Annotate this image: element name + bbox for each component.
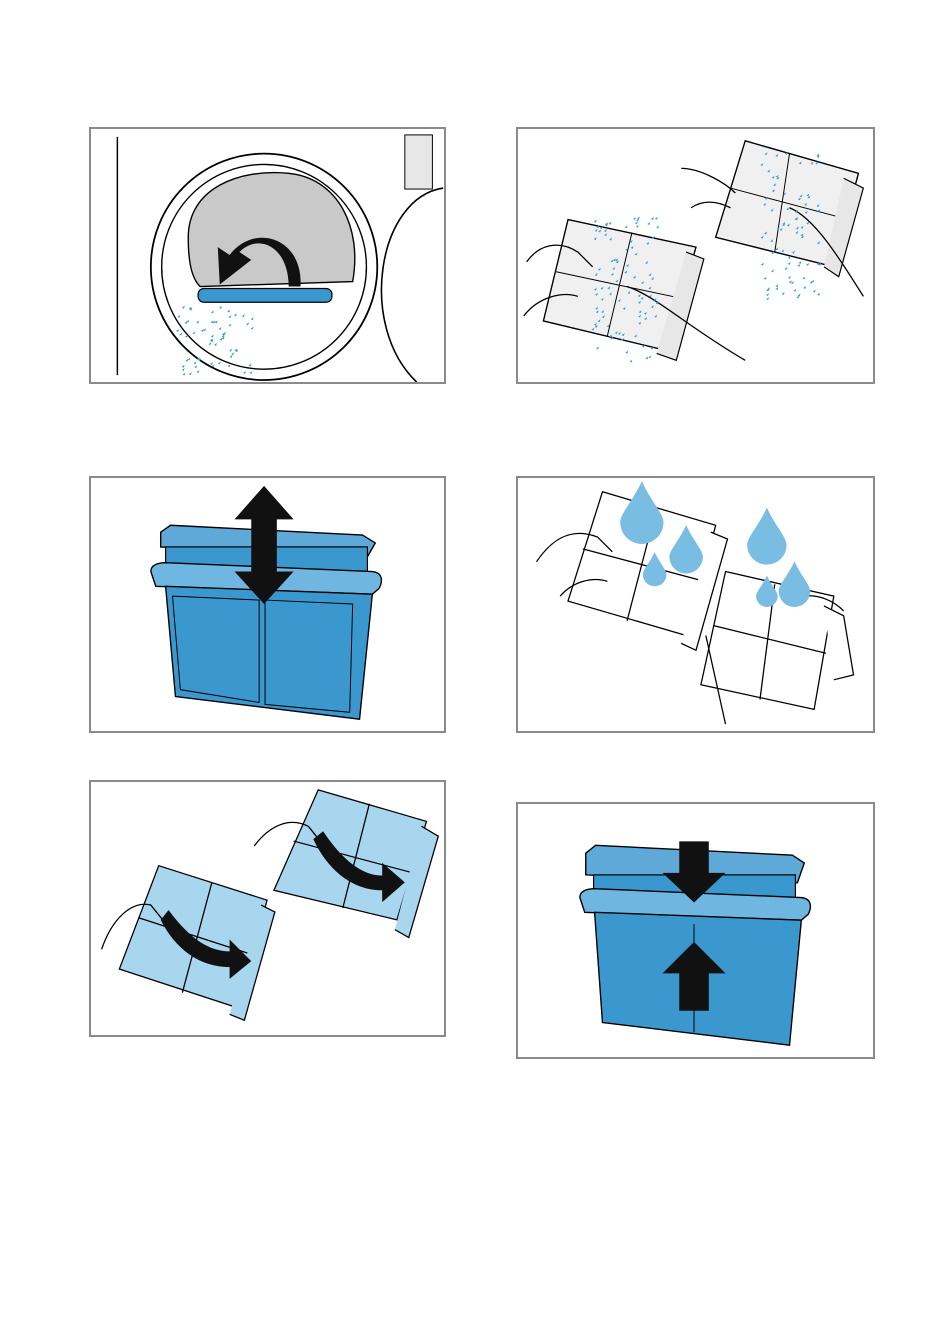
step-5-illustration <box>89 780 446 1037</box>
step-2-illustration <box>516 127 875 384</box>
step-6-illustration <box>516 802 875 1059</box>
door-lint-illustration <box>91 129 444 382</box>
rinse-filter-illustration <box>518 478 873 731</box>
brush-lint-illustration <box>518 129 873 382</box>
filter-half-top <box>274 790 438 938</box>
step-4-illustration <box>516 476 875 733</box>
filter-half-front <box>543 220 703 361</box>
filter-half-back <box>716 141 864 277</box>
pull-filter-illustration <box>91 478 444 731</box>
fold-filter-illustration <box>91 782 444 1035</box>
push-filter-illustration <box>518 804 873 1057</box>
step-3-illustration <box>89 476 446 733</box>
step-1-illustration <box>89 127 446 384</box>
